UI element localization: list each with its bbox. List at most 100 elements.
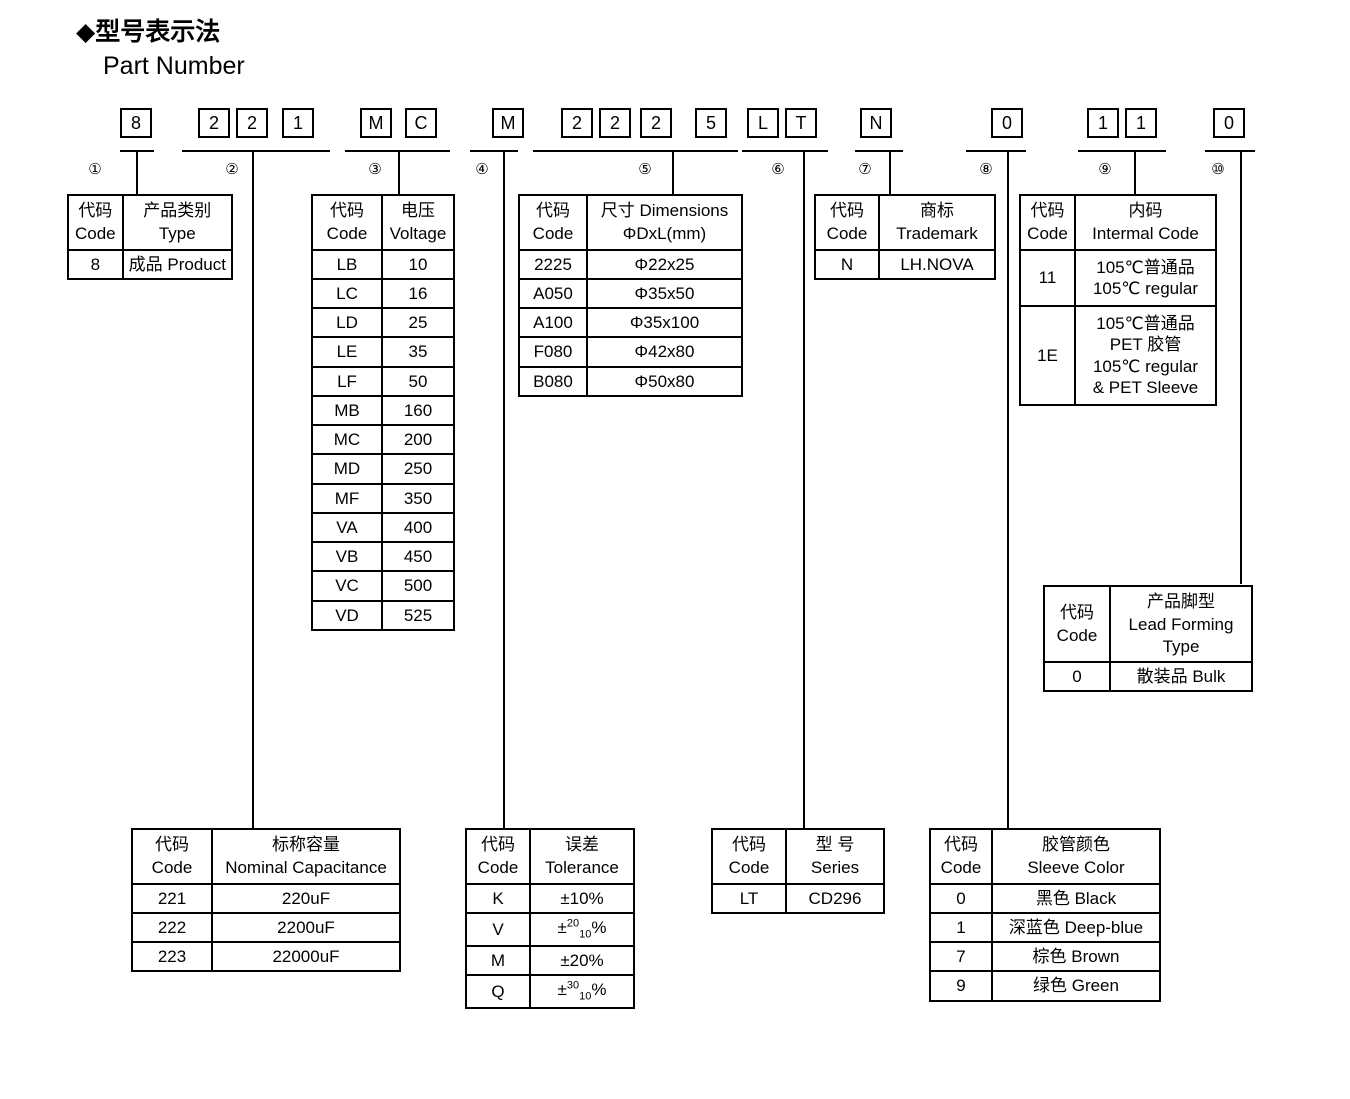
cell-value: Φ35x100 [586, 306, 743, 339]
cell-value: 250 [381, 453, 455, 485]
cell-code: Q [465, 974, 531, 1010]
cell-value: 深蓝色 Deep-blue [991, 911, 1161, 944]
cell-code: 0 [929, 882, 993, 914]
connector-line-3 [398, 152, 400, 194]
table-row: 1E 105℃普通品 PET 胶管 105℃ regular & PET Sle… [1019, 305, 1217, 406]
cell-value: 50 [381, 365, 455, 397]
cell-value: ±10% [529, 882, 635, 914]
header-code: 代码 Code [929, 828, 993, 885]
cell-value: 25 [381, 306, 455, 339]
table-row: 0 散装品 Bulk [1043, 660, 1253, 693]
connector-line-2 [252, 152, 254, 828]
cell-code: 8 [67, 248, 124, 280]
connector-line-7 [889, 152, 891, 194]
table-header-row: 代码 Code 尺寸 Dimensions ΦDxL(mm) [518, 194, 743, 251]
cell-value: Φ22x25 [586, 248, 743, 280]
cell-value: 16 [381, 277, 455, 310]
group-rule [742, 150, 828, 152]
group-rule [120, 150, 154, 152]
table-header-row: 代码 Code 电压 Voltage [311, 194, 455, 251]
cell-value: 10 [381, 248, 455, 280]
group-rule [470, 150, 518, 152]
table-type: 代码 Code 产品类别 Type 8 成品 Product [67, 194, 233, 280]
table-header-row: 代码 Code 产品脚型 Lead Forming Type [1043, 585, 1253, 663]
cell-value: ±20% [529, 944, 635, 977]
group-index: ⑩ [1211, 161, 1225, 178]
table-trademark: 代码 Code 商标 Trademark N LH.NOVA [814, 194, 996, 280]
cell-value: 散装品 Bulk [1109, 660, 1253, 693]
cell-value: LH.NOVA [878, 248, 996, 280]
group-index: ② [225, 161, 239, 178]
cell-code: VB [311, 540, 383, 573]
cell-code: LF [311, 365, 383, 397]
connector-line-1 [136, 152, 138, 194]
cell-value: 绿色 Green [991, 970, 1161, 1002]
table-header-row: 代码 Code 误差 Tolerance [465, 828, 635, 885]
cell-value: ±3010% [529, 974, 635, 1010]
cell-value: 350 [381, 482, 455, 514]
header-value: 电压 Voltage [381, 194, 455, 251]
cell-code: VD [311, 599, 383, 631]
connector-line-10 [1240, 152, 1242, 584]
group-index: ④ [475, 161, 489, 178]
header-code: 代码 Code [67, 194, 124, 251]
cell-code: 1 [929, 911, 993, 944]
cell-code: M [465, 944, 531, 977]
cell-code: F080 [518, 336, 588, 368]
cell-value: 525 [381, 599, 455, 631]
cell-code: 221 [131, 882, 213, 914]
cell-code: 1E [1019, 305, 1076, 406]
cell-code: B080 [518, 365, 588, 397]
cell-code: LC [311, 277, 383, 310]
cell-value: 500 [381, 570, 455, 602]
group-rule [182, 150, 330, 152]
header-code: 代码 Code [1019, 194, 1076, 251]
header-value: 内码 Intermal Code [1074, 194, 1217, 251]
cell-code: 2225 [518, 248, 588, 280]
cell-value: 220uF [211, 882, 401, 914]
group-rule [345, 150, 450, 152]
cell-code: MF [311, 482, 383, 514]
cell-value: 22000uF [211, 940, 401, 973]
header-value: 尺寸 Dimensions ΦDxL(mm) [586, 194, 743, 251]
cell-code: K [465, 882, 531, 914]
pn-code-box: 1 [282, 108, 314, 138]
pn-code-box: 1 [1125, 108, 1157, 138]
table-header-row: 代码 Code 商标 Trademark [814, 194, 996, 251]
header-value: 型 号 Series [785, 828, 885, 885]
header-code: 代码 Code [465, 828, 531, 885]
group-index: ⑨ [1098, 161, 1112, 178]
cell-code: VA [311, 511, 383, 544]
pn-code-box: M [492, 108, 524, 138]
table-header-row: 代码 Code 胶管颜色 Sleeve Color [929, 828, 1161, 885]
pn-code-box: 2 [198, 108, 230, 138]
page-title-cn: ◆型号表示法 [76, 18, 221, 46]
cell-code: MB [311, 394, 383, 427]
pn-code-box: C [405, 108, 437, 138]
group-index: ③ [368, 161, 382, 178]
cell-value: 105℃普通品 105℃ regular [1074, 248, 1217, 307]
group-index: ⑥ [771, 161, 785, 178]
cell-code: A100 [518, 306, 588, 339]
table-row: 11 105℃普通品 105℃ regular [1019, 248, 1217, 307]
header-value: 误差 Tolerance [529, 828, 635, 885]
group-index: ① [88, 161, 102, 178]
header-code: 代码 Code [311, 194, 383, 251]
cell-value: 成品 Product [121, 248, 233, 280]
cell-code: MC [311, 423, 383, 456]
